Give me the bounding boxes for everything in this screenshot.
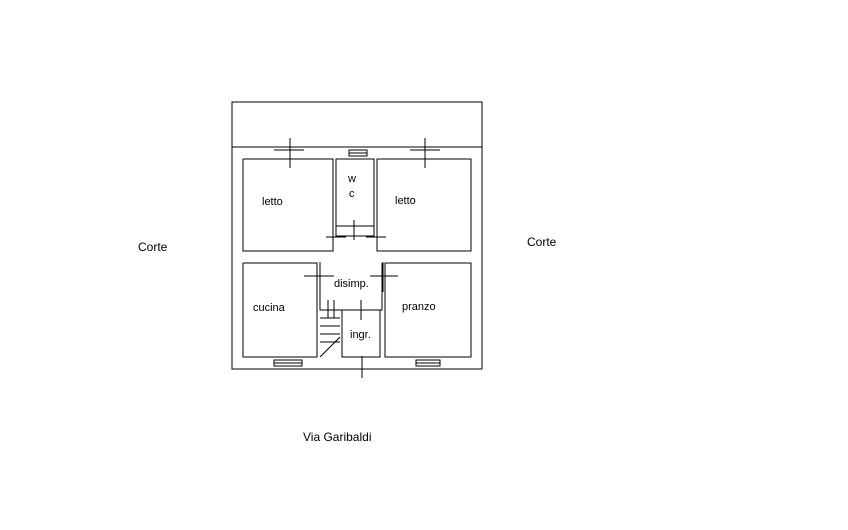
room-pranzo [384, 262, 472, 358]
window-cucina [273, 359, 303, 367]
stairs [319, 300, 341, 358]
label-corte-left: Corte [138, 240, 168, 254]
room-cucina [242, 262, 318, 358]
label-wc-w: w [347, 173, 356, 185]
corridor-right-wall [380, 263, 383, 311]
label-disimp: disimp. [334, 278, 369, 290]
label-letto-left: letto [262, 196, 283, 208]
window-pranzo [415, 359, 441, 367]
room-letto-left [242, 158, 334, 252]
label-ingr: ingr. [350, 329, 371, 341]
room-letto-right [376, 158, 472, 252]
label-street: Via Garibaldi [303, 430, 371, 444]
label-letto-right: letto [395, 195, 416, 207]
label-wc-c: c [349, 188, 355, 200]
corridor-top-wall [335, 226, 375, 237]
room-wc [335, 158, 375, 227]
window-wc [348, 149, 368, 157]
door-marks [274, 138, 440, 378]
label-cucina: cucina [253, 302, 286, 314]
label-corte-right: Corte [527, 235, 557, 249]
label-pranzo: pranzo [402, 301, 436, 313]
